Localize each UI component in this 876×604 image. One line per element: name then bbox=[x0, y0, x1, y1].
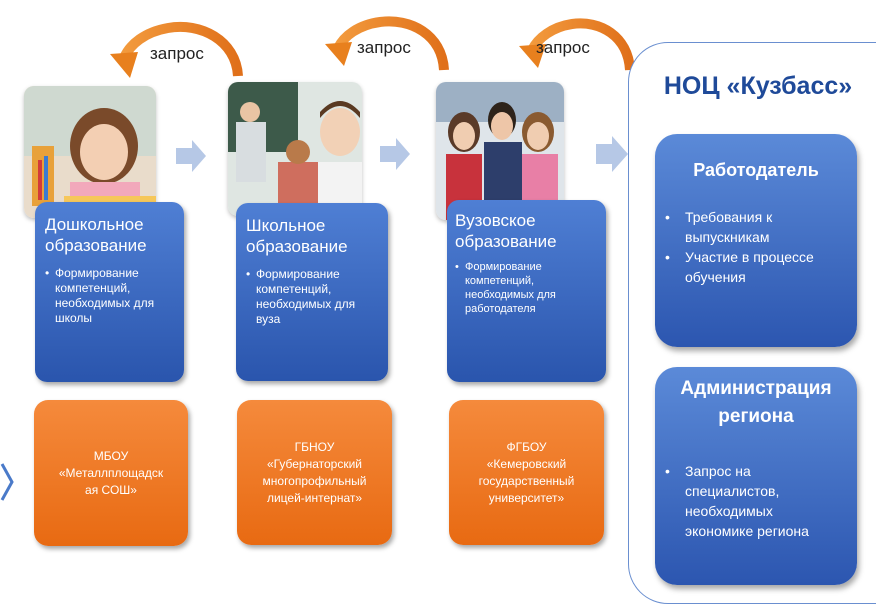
institution-name-line: «Кемеровский bbox=[486, 456, 567, 471]
stage-title-line2: образование bbox=[455, 232, 557, 251]
institution-name-line: «Металлплощадск bbox=[58, 465, 164, 480]
stage-title-line1: Дошкольное bbox=[45, 215, 144, 234]
employer-card: Работодатель Требования к выпускникам Уч… bbox=[655, 134, 857, 347]
preschool-photo bbox=[24, 86, 156, 218]
institution-type: ГБНОУ bbox=[294, 439, 335, 454]
chevron-arrow-icon-1 bbox=[176, 140, 206, 172]
chevron-arrow-icon-2 bbox=[380, 138, 410, 170]
request-arrow-1 bbox=[119, 21, 243, 77]
stage-title-line1: Вузовское bbox=[455, 211, 536, 230]
employer-title: Работодатель bbox=[693, 160, 819, 180]
request-arrow-1-head bbox=[110, 52, 138, 78]
stage-card-school: Школьное образование Формирование компет… bbox=[236, 203, 388, 381]
stage-bullet: Формирование компетенций, необходимых дл… bbox=[246, 267, 378, 327]
request-label-2: запрос bbox=[357, 38, 411, 57]
admin-title-line1: Администрация bbox=[680, 378, 832, 399]
institution-name-line: лицей-интернат» bbox=[266, 490, 363, 505]
stage-title-line1: Школьное bbox=[246, 216, 326, 235]
request-arrow-2 bbox=[333, 16, 449, 71]
school-photo bbox=[228, 82, 362, 216]
request-arrow-3-head bbox=[519, 44, 546, 68]
employer-item: Требования к выпускникам bbox=[655, 207, 851, 247]
institution-name-line: ая СОШ» bbox=[85, 482, 137, 497]
admin-title: Администрация региона bbox=[655, 375, 857, 431]
stage-title-line2: образование bbox=[45, 236, 147, 255]
chevron-arrow-icon-3 bbox=[596, 136, 628, 172]
institution-type: ФГБОУ bbox=[506, 439, 547, 454]
institution-name-line: государственный bbox=[478, 473, 575, 488]
university-photo bbox=[436, 82, 564, 220]
institution-type: МБОУ bbox=[93, 448, 129, 463]
institution-card-preschool: МБОУ «Металлплощадск ая СОШ» bbox=[34, 400, 188, 546]
request-label-1: запрос bbox=[150, 44, 204, 63]
stage-card-preschool: Дошкольное образование Формирование комп… bbox=[35, 202, 184, 382]
stage-bullet: Формирование компетенций, необходимых дл… bbox=[45, 266, 174, 326]
stage-title: Вузовское образование bbox=[455, 210, 598, 252]
stage-card-university: Вузовское образование Формирование компе… bbox=[447, 200, 606, 382]
employer-item: Участие в процессе обучения bbox=[655, 247, 851, 287]
institution-name-line: многопрофильный bbox=[262, 473, 367, 488]
request-label-3: запрос bbox=[536, 38, 590, 57]
admin-title-line2: региона bbox=[718, 406, 794, 427]
request-arrows bbox=[110, 16, 635, 78]
stage-bullet: Формирование компетенций, необходимых дл… bbox=[455, 260, 598, 316]
institution-card-school: ГБНОУ «Губернаторский многопрофильный ли… bbox=[237, 400, 392, 545]
request-arrow-3 bbox=[527, 18, 635, 71]
noc-title: НОЦ «Кузбасс» bbox=[663, 72, 853, 100]
request-arrow-2-head bbox=[325, 42, 352, 66]
admin-item: Запрос на специалистов, необходимых экон… bbox=[655, 461, 843, 541]
institution-name-line: университет» bbox=[488, 490, 565, 505]
stage-title-line2: образование bbox=[246, 237, 348, 256]
admin-card: Администрация региона Запрос на специали… bbox=[655, 367, 857, 585]
left-edge-chevron-icon bbox=[0, 463, 14, 501]
institution-name-line: «Губернаторский bbox=[267, 456, 362, 471]
institution-card-university: ФГБОУ «Кемеровский государственный униве… bbox=[449, 400, 604, 545]
stage-title: Школьное образование bbox=[246, 215, 378, 257]
stage-title: Дошкольное образование bbox=[45, 214, 174, 256]
